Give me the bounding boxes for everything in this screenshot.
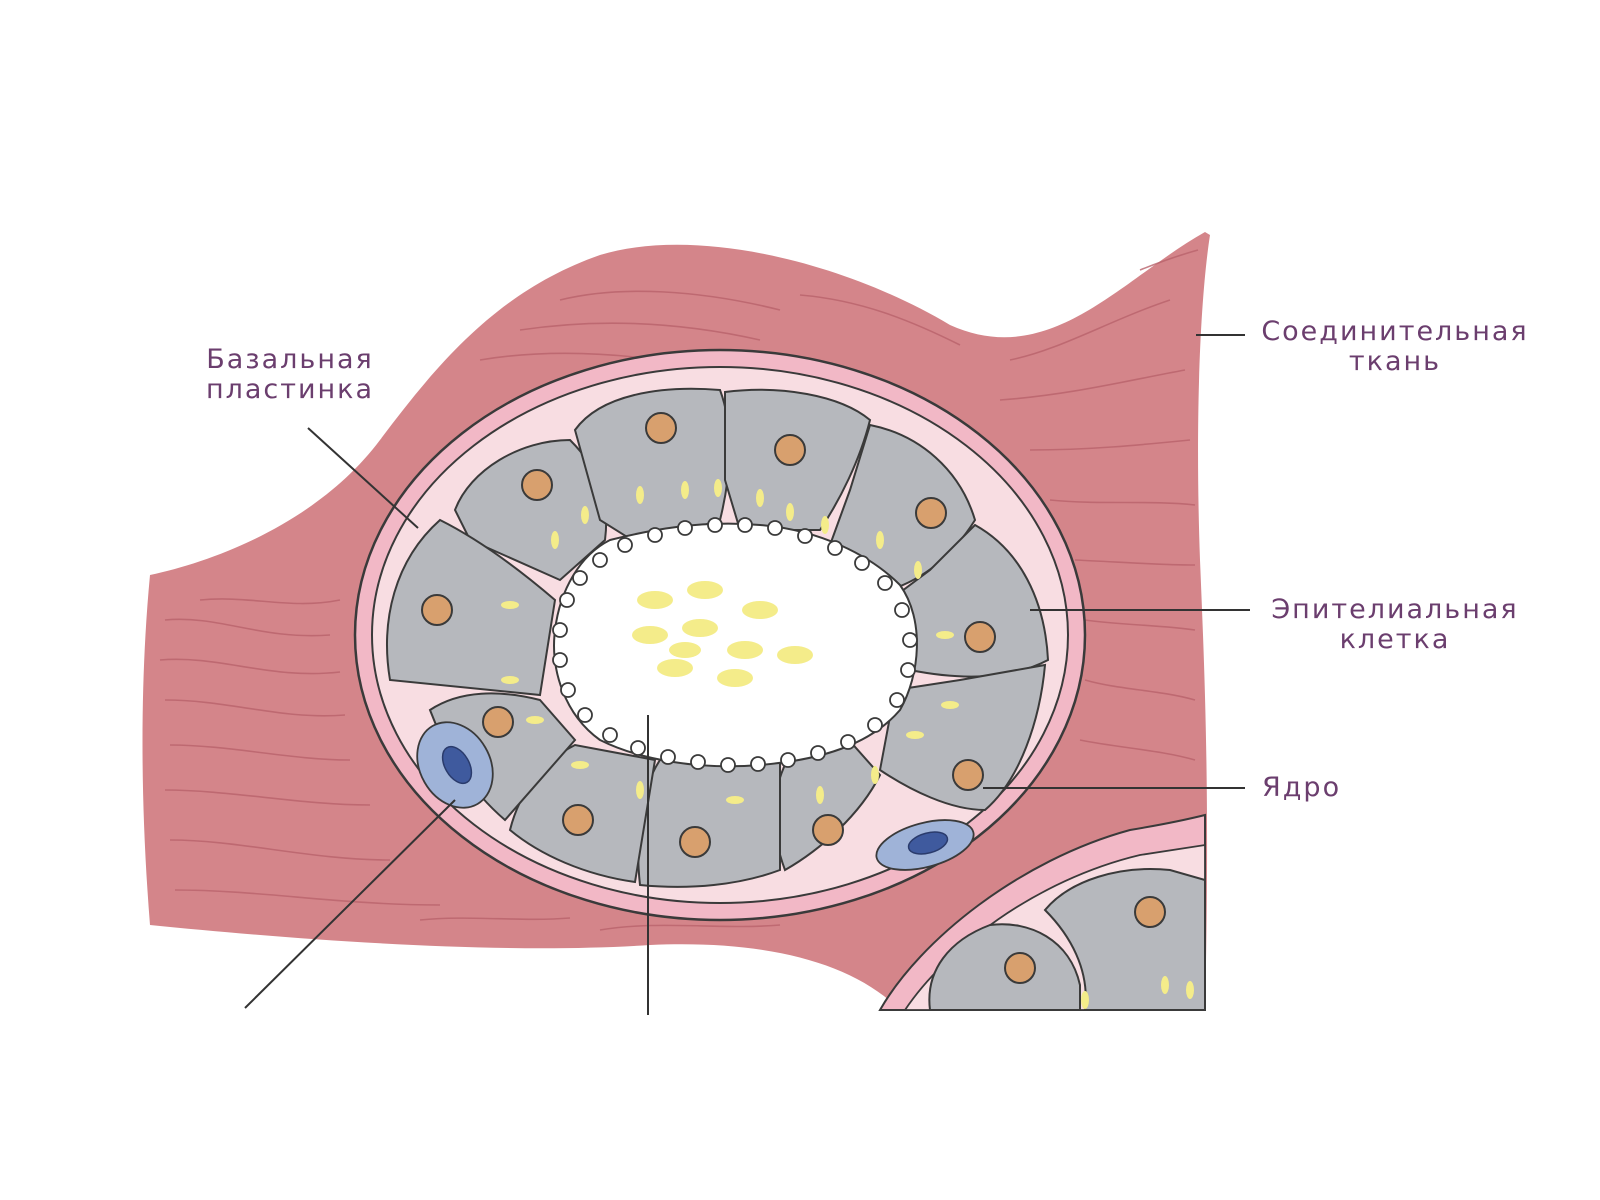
nucleus-label: Ядро	[1262, 773, 1362, 803]
nucleus	[964, 621, 996, 653]
nucleus-label-line1: Ядро	[1262, 772, 1342, 803]
leader-lines	[244, 334, 1250, 1015]
nucleus	[915, 497, 947, 529]
nucleus	[562, 804, 594, 836]
cytoplasm-granules	[501, 479, 959, 804]
epithelial-cell	[773, 728, 882, 872]
nucleus	[421, 594, 453, 626]
nucleus	[521, 469, 553, 501]
nucleus	[679, 826, 711, 858]
basal-lamina-leader-line	[307, 427, 419, 529]
neighboring-acinus	[878, 813, 1206, 1011]
epithelial-cell	[573, 387, 731, 547]
nucleus	[645, 412, 677, 444]
nucleus	[774, 434, 806, 466]
basal-lamina-label-line1: Базальная	[206, 344, 374, 375]
epithelial-cells	[386, 387, 1050, 888]
capillary-nucleus	[441, 745, 473, 785]
connective-tissue-label-line1: Соединительная	[1261, 316, 1529, 347]
capillary-cells	[416, 721, 975, 871]
microvilli	[552, 517, 918, 773]
nucleus	[812, 814, 844, 846]
epithelial-cell-label: Эпителиальная клетка	[1255, 595, 1535, 655]
epithelial-cell-label-line1: Эпителиальная	[1271, 594, 1519, 625]
lumen-secretions	[632, 581, 813, 687]
basal-lamina-label-line2: пластинка	[205, 374, 375, 405]
nucleus	[1004, 952, 1036, 984]
nucleus	[1134, 896, 1166, 928]
epithelial-cell	[888, 523, 1050, 678]
basal-lamina-label: Базальная пластинка	[195, 345, 385, 405]
neighbor-cell	[1043, 868, 1206, 1011]
nucleus	[952, 759, 984, 791]
epithelial-cell	[386, 518, 557, 697]
epithelial-cell	[637, 753, 781, 888]
capillary-leader-line	[244, 799, 456, 1009]
epithelial-cell	[453, 438, 608, 582]
epithelial-cell	[878, 663, 1047, 812]
capillary-nucleus	[907, 831, 949, 855]
connective-tissue-label-line2: ткань	[1348, 346, 1442, 377]
cell-nuclei	[421, 412, 996, 858]
connective-tissue-label: Соединительная ткань	[1250, 317, 1540, 377]
nucleus	[482, 706, 514, 738]
epithelial-cell-label-line2: клетка	[1339, 624, 1451, 655]
